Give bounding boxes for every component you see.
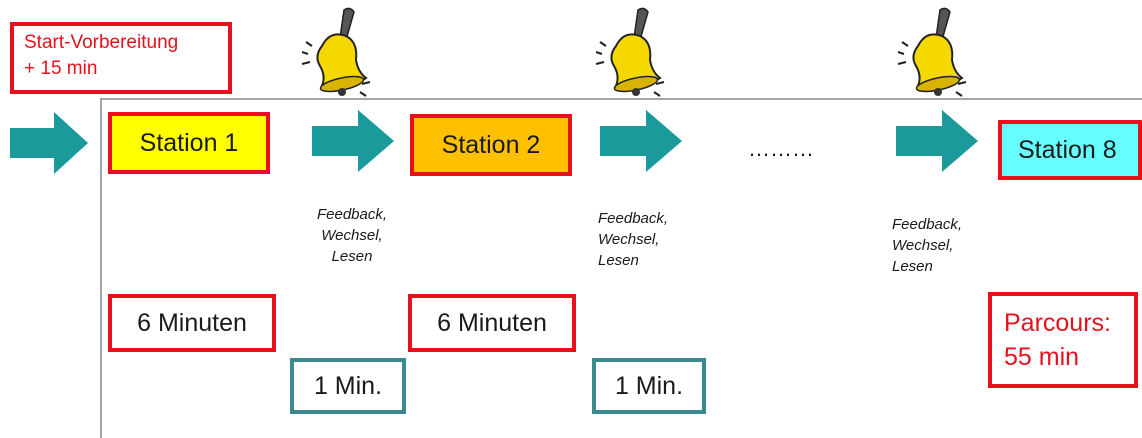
arrow-right-icon bbox=[10, 112, 88, 174]
feedback-note-line: Lesen bbox=[892, 258, 933, 275]
station-duration-box: 6 Minuten bbox=[108, 294, 276, 352]
bell-icon bbox=[301, 7, 371, 97]
parcours-time: 55 min bbox=[1004, 343, 1080, 371]
feedback-note-line: Wechsel, bbox=[598, 231, 660, 248]
station-2-box: Station 2 bbox=[410, 114, 572, 176]
start-preparation-time: + 15 min bbox=[24, 58, 98, 79]
station-8-box: Station 8 bbox=[998, 120, 1142, 180]
change-duration-box: 1 Min. bbox=[592, 358, 706, 414]
timeline-frame bbox=[100, 98, 1142, 438]
feedback-note-line: Feedback, bbox=[892, 216, 963, 233]
start-preparation-label: Start-Vorbereitung bbox=[24, 32, 179, 53]
feedback-note: Feedback, Wechsel, Lesen bbox=[892, 214, 992, 277]
arrow-right-icon bbox=[600, 110, 682, 172]
feedback-note-line: Wechsel, bbox=[892, 237, 954, 254]
feedback-note: Feedback, Wechsel, Lesen bbox=[302, 204, 402, 267]
ellipsis-text: ……… bbox=[748, 136, 814, 161]
start-preparation-box: Start-Vorbereitung + 15 min bbox=[10, 22, 232, 94]
feedback-note-line: Wechsel, bbox=[321, 227, 383, 244]
parcours-total-box: Parcours: 55 min bbox=[988, 292, 1138, 388]
feedback-note-line: Lesen bbox=[331, 248, 373, 265]
feedback-note: Feedback, Wechsel, Lesen bbox=[598, 208, 698, 271]
arrow-right-icon bbox=[312, 110, 394, 172]
station-1-box: Station 1 bbox=[108, 112, 270, 174]
feedback-note-line: Feedback, bbox=[316, 206, 388, 223]
feedback-note-line: Feedback, bbox=[598, 210, 669, 227]
parcours-label: Parcours: bbox=[1004, 309, 1111, 337]
arrow-right-icon bbox=[896, 110, 978, 172]
bell-icon bbox=[897, 7, 967, 97]
feedback-note-line: Lesen bbox=[598, 252, 639, 269]
change-duration-box: 1 Min. bbox=[290, 358, 406, 414]
station-duration-box: 6 Minuten bbox=[408, 294, 576, 352]
bell-icon bbox=[595, 7, 665, 97]
